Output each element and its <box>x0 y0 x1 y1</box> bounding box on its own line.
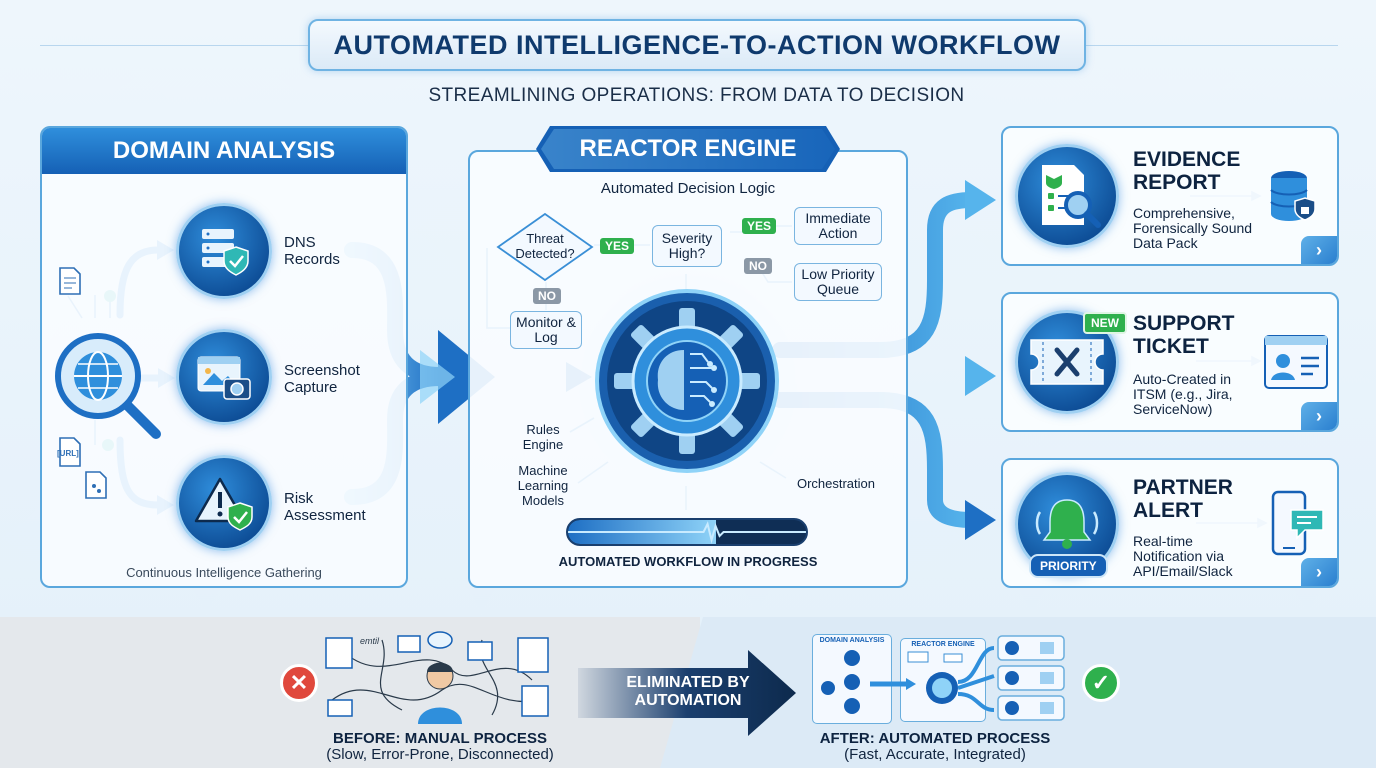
mobile-message-icon <box>1271 490 1327 563</box>
evidence-report-open-button[interactable]: › <box>1301 236 1337 264</box>
pulse-line-icon <box>568 521 806 544</box>
reactor-engine-header: REACTOR ENGINE <box>536 126 840 172</box>
partner-title-1: PARTNER <box>1133 476 1233 499</box>
evidence-title-1: EVIDENCE <box>1133 148 1241 171</box>
magnifier-globe-icon <box>52 330 162 440</box>
partner-alert-open-button[interactable]: › <box>1301 558 1337 586</box>
error-x-icon: ✕ <box>280 664 318 702</box>
support-ticket-card: NEW SUPPORT TICKET Auto-Created in ITSM … <box>1001 292 1339 432</box>
evidence-desc: Comprehensive, Forensically Sound Data P… <box>1133 205 1253 251</box>
dns-records-label: DNS Records <box>284 234 340 268</box>
after-subtitle: (Fast, Accurate, Integrated) <box>844 746 1026 763</box>
mini-reactor-title: REACTOR ENGINE <box>911 641 975 648</box>
partner-desc: Real-time Notification via API/Email/Sla… <box>1133 533 1233 579</box>
mini-domain-title: DOMAIN ANALYSIS <box>819 637 885 644</box>
threat-detected-label: Threat Detected? <box>515 231 575 261</box>
partner-title-2: ALERT <box>1133 499 1203 522</box>
screenshot-camera-icon <box>176 329 272 425</box>
ticket-tools-icon <box>1015 310 1119 414</box>
elimination-arrow: ELIMINATED BY AUTOMATION <box>578 650 798 736</box>
priority-badge: PRIORITY <box>1029 554 1108 578</box>
reactor-engine-title: REACTOR ENGINE <box>579 135 797 162</box>
decision-logic-subtitle: Automated Decision Logic <box>600 180 776 197</box>
monitor-log-box: Monitor & Log <box>510 311 582 349</box>
no-badge-severity: NO <box>744 258 772 274</box>
before-subtitle: (Slow, Error-Prone, Disconnected) <box>326 746 554 763</box>
url-document-icon: [URL] <box>56 436 86 473</box>
automated-mini-diagram: DOMAIN ANALYSIS REACTOR ENGINE <box>808 632 1068 728</box>
page-subtitle: STREAMLINING OPERATIONS: FROM DATA TO DE… <box>428 85 965 106</box>
new-badge: NEW <box>1083 312 1127 334</box>
low-priority-queue-box: Low Priority Queue <box>794 263 882 301</box>
partner-alert-card: PRIORITY PARTNER ALERT Real-time Notific… <box>1001 458 1339 588</box>
user-profile-window-icon <box>1263 334 1329 395</box>
domain-analysis-header: DOMAIN ANALYSIS <box>42 128 406 174</box>
ml-models-label: Machine Learning Models <box>517 463 569 508</box>
workflow-progress-bar <box>566 518 808 546</box>
no-badge-threat: NO <box>533 288 561 304</box>
scribble-note: emtil <box>360 636 380 646</box>
title-banner: AUTOMATED INTELLIGENCE-TO-ACTION WORKFLO… <box>308 19 1086 71</box>
gear-brain-icon <box>594 288 780 474</box>
immediate-action-box: Immediate Action <box>794 207 882 245</box>
support-title-1: SUPPORT <box>1133 312 1235 335</box>
risk-assessment-label: Risk Assessment <box>284 490 366 524</box>
evidence-report-icon <box>1015 144 1119 248</box>
threat-detected-decision: Threat Detected? <box>496 212 594 282</box>
evidence-report-card: EVIDENCE REPORT Comprehensive, Forensica… <box>1001 126 1339 266</box>
severity-high-box: Severity High? <box>652 225 722 267</box>
database-lock-icon <box>1267 168 1317 229</box>
after-title: AFTER: AUTOMATED PROCESS <box>819 730 1051 747</box>
arrow-label-line-2: AUTOMATION <box>634 692 742 709</box>
arrow-label-line-1: ELIMINATED BY <box>626 674 750 691</box>
before-title: BEFORE: MANUAL PROCESS <box>333 730 547 747</box>
data-file-icon <box>84 470 108 505</box>
server-shield-icon <box>176 203 272 299</box>
yes-badge-threat: YES <box>600 238 635 254</box>
continuous-intelligence-caption: Continuous Intelligence Gathering <box>126 565 322 580</box>
progress-caption: AUTOMATED WORKFLOW IN PROGRESS <box>558 554 818 569</box>
screenshot-capture-label: Screenshot Capture <box>284 362 360 396</box>
yes-badge-severity: YES <box>742 218 777 234</box>
support-ticket-open-button[interactable]: › <box>1301 402 1337 430</box>
support-desc: Auto-Created in ITSM (e.g., Jira, Servic… <box>1133 371 1233 417</box>
evidence-title-2: REPORT <box>1133 171 1221 194</box>
domain-analysis-title: DOMAIN ANALYSIS <box>112 137 336 164</box>
support-title-2: TICKET <box>1133 335 1209 358</box>
title-rule-left <box>40 45 308 46</box>
orchestration-label: Orchestration <box>796 476 876 491</box>
title-rule-right <box>1086 45 1338 46</box>
rules-engine-label: Rules Engine <box>522 422 564 452</box>
document-icon <box>58 266 82 301</box>
warning-shield-icon <box>176 455 272 551</box>
success-check-icon: ✓ <box>1082 664 1120 702</box>
page-title: AUTOMATED INTELLIGENCE-TO-ACTION WORKFLO… <box>333 29 1061 60</box>
manual-process-illustration: emtil <box>322 630 558 724</box>
url-tag: [URL] <box>57 449 79 458</box>
